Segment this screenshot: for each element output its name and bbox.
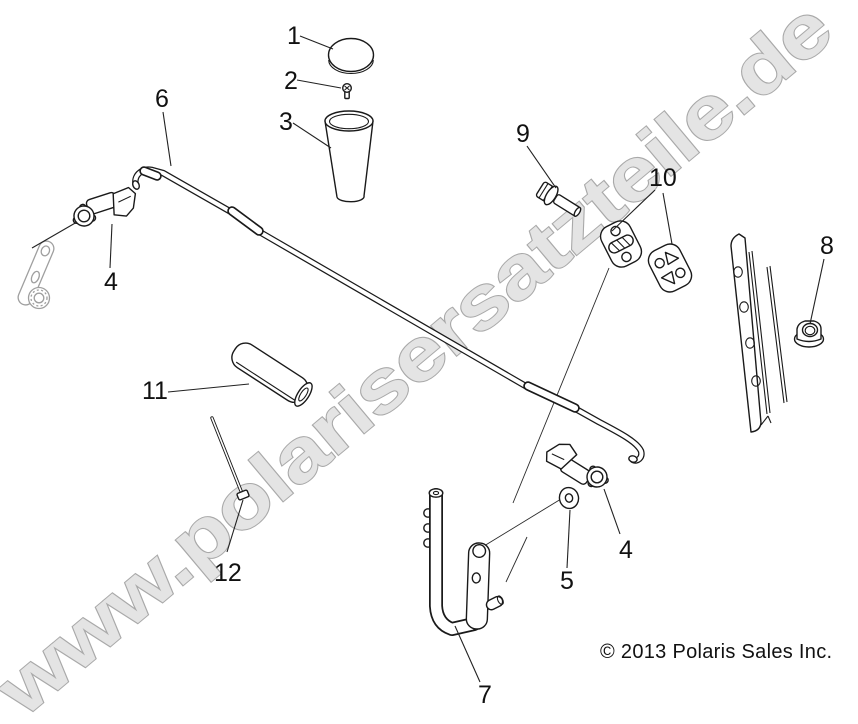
part-shift-rod <box>132 166 645 464</box>
reference-bellcrank-lever <box>17 240 55 310</box>
callout-4-upper: 4 <box>104 268 118 296</box>
part-pin-rod <box>210 416 250 501</box>
copyright-notice: © 2013 Polaris Sales Inc. <box>600 641 832 663</box>
callout-4-lower: 4 <box>619 536 633 564</box>
part-rubber-coupler <box>599 220 693 293</box>
part-knob-cone <box>324 110 374 203</box>
part-grip-tube <box>231 342 313 407</box>
callout-12: 12 <box>214 559 242 587</box>
part-flange-bolt <box>535 181 582 217</box>
callout-6: 6 <box>155 85 169 113</box>
part-flange-nut <box>793 320 825 348</box>
reference-mount-bracket <box>730 233 788 433</box>
callout-3: 3 <box>279 108 293 136</box>
callout-7: 7 <box>478 681 492 709</box>
leader-lines <box>31 35 825 683</box>
callout-9: 9 <box>516 120 530 148</box>
part-rod-clamp-upper <box>69 185 140 229</box>
part-knob-cap <box>327 37 375 75</box>
part-washer <box>558 486 580 510</box>
callout-11: 11 <box>142 377 168 405</box>
part-lever-shaft <box>423 488 504 636</box>
part-rod-clamp-lower <box>541 432 613 502</box>
callout-10: 10 <box>649 164 677 192</box>
callout-2: 2 <box>284 67 298 95</box>
assembly-phantom-lines <box>483 267 610 583</box>
callout-labels: 1 2 3 6 4 9 10 8 11 12 5 4 7 <box>104 22 834 709</box>
part-knob-screw <box>341 82 353 100</box>
callout-8: 8 <box>820 232 834 260</box>
callout-1: 1 <box>287 22 301 50</box>
callout-5: 5 <box>560 567 574 595</box>
